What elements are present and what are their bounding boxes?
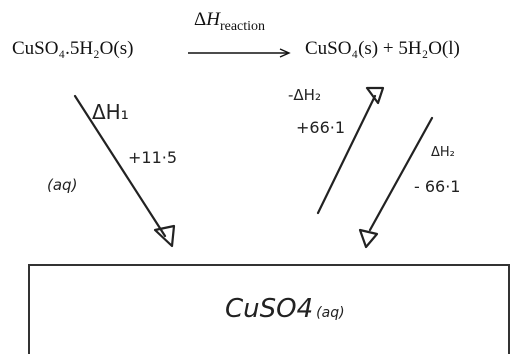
right-downward-arrow — [358, 116, 434, 249]
enthalpy-symbol: H — [206, 9, 220, 30]
left-downward-arrow — [73, 94, 176, 248]
delta-symbol: Δ — [194, 9, 207, 30]
arrow-layer — [73, 48, 434, 249]
left-state-label: (aq) — [47, 176, 78, 194]
reactant-formula: CuSO₄.5H₂O(s) — [12, 38, 134, 59]
right-enthalpy-value: - 66·1 — [414, 177, 461, 196]
aqueous-state-box: CuSO4(aq) — [28, 264, 510, 354]
product-formula: CuSO₄(s) + 5H₂O(l) — [305, 38, 460, 59]
right-enthalpy-label: ΔH₂ — [431, 145, 455, 160]
middle-enthalpy-label: -ΔH₂ — [288, 86, 321, 104]
aqueous-state-label: CuSO4(aq) — [225, 294, 345, 324]
reaction-enthalpy-label: ΔHreaction — [194, 9, 265, 35]
middle-enthalpy-value: +66·1 — [296, 118, 346, 137]
reaction-arrow — [188, 48, 291, 58]
reaction-subscript: reaction — [219, 18, 266, 34]
left-enthalpy-value: +11·5 — [128, 148, 178, 167]
left-enthalpy-label: ΔH₁ — [92, 100, 129, 124]
box-state: (aq) — [316, 305, 345, 321]
box-formula: CuSO4 — [225, 294, 314, 324]
middle-upward-arrow — [316, 86, 385, 215]
